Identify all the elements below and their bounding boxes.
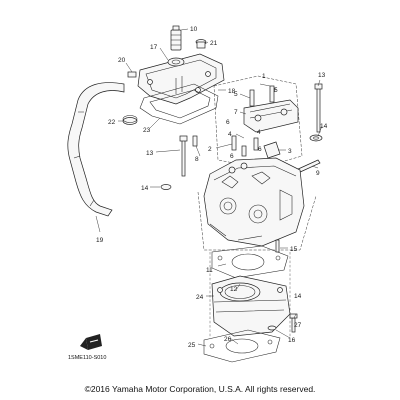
stud-bolt-left (179, 135, 188, 177)
cap-20 (127, 71, 137, 78)
callout-11: 11 (206, 267, 213, 274)
callout-8: 8 (195, 156, 199, 163)
diagram-code: 1SME110-S010 (68, 355, 107, 361)
callout-9: 9 (316, 170, 320, 177)
callout-21: 21 (210, 40, 218, 47)
callout-19: 19 (96, 237, 104, 244)
callout-13-left: 13 (146, 150, 154, 157)
callout-2: 2 (208, 146, 212, 153)
spark-plug-cap (170, 25, 182, 51)
cam-bolts (231, 85, 275, 157)
head-frame (197, 191, 317, 251)
callout-15: 15 (290, 246, 298, 253)
cylinder-head (203, 157, 305, 247)
callout-4-right: 4 (257, 129, 261, 136)
bracket-3 (263, 141, 281, 159)
callout-22: 22 (108, 119, 116, 126)
grommet-22 (122, 115, 138, 125)
head-cover (137, 53, 225, 105)
callout-4-left: 4 (228, 131, 232, 138)
leader-lines (95, 28, 323, 347)
front-arrow-icon (80, 334, 102, 350)
callout-14-bottom: 14 (294, 293, 302, 300)
callout-labels: 10 17 21 20 18 22 23 1 5 5 7 6 13 4 4 2 … (96, 26, 328, 349)
callout-18: 18 (228, 88, 236, 95)
cylinder (211, 275, 291, 337)
breather-hose (67, 82, 125, 217)
alignment-lines (209, 252, 291, 338)
base-gasket (203, 329, 281, 363)
oil-plug-21 (195, 39, 207, 49)
callout-24: 24 (196, 294, 204, 301)
cam-assembly-frame (213, 75, 303, 169)
callout-26: 26 (224, 336, 232, 343)
callout-13-right: 13 (318, 72, 326, 79)
callout-12: 12 (230, 286, 238, 293)
callout-16: 16 (288, 337, 296, 344)
cam-cap (243, 99, 299, 133)
callout-5-right: 5 (274, 87, 278, 94)
callout-25: 25 (188, 342, 196, 349)
callout-6-top: 6 (226, 119, 230, 126)
callout-5-left: 5 (234, 91, 238, 98)
callout-10: 10 (190, 26, 198, 33)
callout-27: 27 (294, 322, 302, 329)
callout-1: 1 (262, 73, 266, 80)
callout-3: 3 (288, 148, 292, 155)
callout-6-mid: 6 (258, 146, 262, 153)
callout-23: 23 (143, 127, 151, 134)
dowel-15 (275, 239, 280, 253)
copyright-notice: ©2016 Yamaha Motor Corporation, U.S.A. A… (84, 384, 316, 394)
callout-7: 7 (234, 109, 238, 116)
callout-6-low: 6 (230, 153, 234, 160)
bolt-27 (289, 313, 298, 333)
washer-16 (267, 325, 277, 331)
callout-14-left: 14 (141, 185, 149, 192)
callout-20: 20 (118, 57, 126, 64)
callout-14-right: 14 (320, 123, 328, 130)
cover-gasket (139, 83, 219, 125)
dowel-8 (192, 135, 198, 147)
head-gasket (211, 245, 289, 279)
washer-14 (160, 134, 323, 190)
callout-17: 17 (150, 44, 158, 51)
